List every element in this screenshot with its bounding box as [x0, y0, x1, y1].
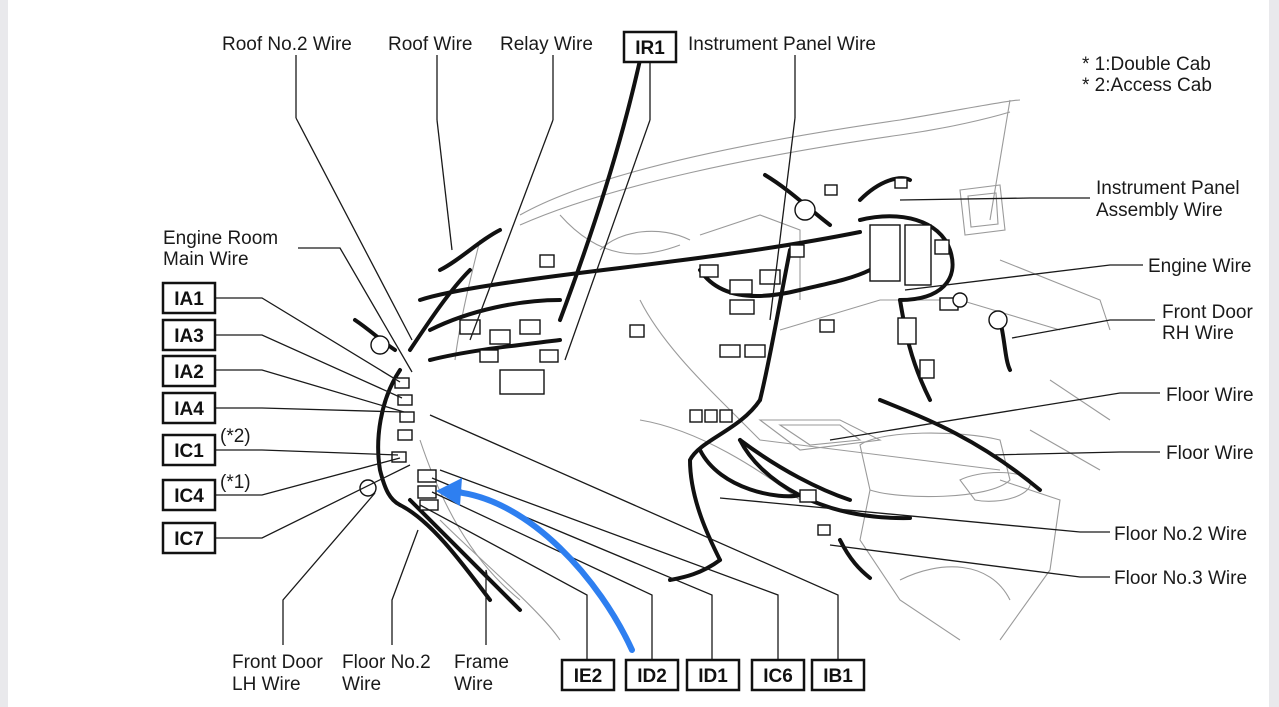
left-leader-lines — [216, 247, 413, 539]
label-engine-room-line2: Main Wire — [163, 249, 249, 270]
label-ia4: IA4 — [174, 399, 204, 420]
label-floor-no2-b-line1: Floor No.2 — [342, 652, 431, 673]
highlight-arrow — [436, 478, 635, 653]
box-id1 — [685, 658, 741, 692]
label-roof-wire: Roof Wire — [388, 34, 472, 55]
label-front-door-rh-line2: RH Wire — [1162, 323, 1234, 344]
label-id1: ID1 — [698, 666, 728, 687]
label-front-door-lh-line2: LH Wire — [232, 674, 301, 695]
label-front-door-lh-line1: Front Door — [232, 652, 323, 673]
label-ia2: IA2 — [174, 362, 204, 383]
label-roof-no2-wire: Roof No.2 Wire — [222, 34, 352, 55]
label-ic7: IC7 — [174, 529, 204, 550]
label-ic4: IC4 — [174, 486, 204, 507]
right-page-edge — [1269, 0, 1279, 707]
label-floor-wire-2: Floor Wire — [1166, 443, 1254, 464]
label-ir1: IR1 — [635, 38, 665, 59]
label-ie2: IE2 — [574, 666, 603, 687]
box-ia2 — [161, 354, 217, 388]
note-access-cab: * 2:Access Cab — [1082, 75, 1212, 96]
wiring-harness — [353, 58, 1042, 612]
label-floor-no2-b-line2: Wire — [342, 674, 381, 695]
box-ic7 — [161, 521, 217, 555]
box-id2 — [624, 658, 680, 692]
box-ic4 — [161, 478, 217, 512]
connectors — [359, 177, 1008, 536]
box-ia3 — [161, 318, 217, 352]
label-ic1: IC1 — [174, 441, 204, 462]
label-frame-line1: Frame — [454, 652, 509, 673]
label-id2: ID2 — [637, 666, 667, 687]
label-ip-assembly-line2: Assembly Wire — [1096, 200, 1223, 221]
box-ia4 — [161, 391, 217, 425]
left-page-edge — [0, 0, 8, 707]
label-floor-wire-1: Floor Wire — [1166, 385, 1254, 406]
box-ia1 — [161, 281, 217, 315]
label-ic6: IC6 — [763, 666, 793, 687]
label-instrument-panel-wire: Instrument Panel Wire — [688, 34, 876, 55]
box-ic1 — [161, 433, 217, 467]
bottom-leader-lines — [282, 414, 839, 660]
label-frame-line2: Wire — [454, 674, 493, 695]
label-ib1: IB1 — [823, 666, 853, 687]
label-relay-wire: Relay Wire — [500, 34, 593, 55]
label-engine-wire: Engine Wire — [1148, 256, 1252, 277]
right-leader-lines — [719, 197, 1160, 578]
note-double-cab: * 1:Double Cab — [1082, 54, 1211, 75]
label-front-door-rh-line1: Front Door — [1162, 302, 1253, 323]
label-floor-no2-wire: Floor No.2 Wire — [1114, 524, 1247, 545]
label-ia3: IA3 — [174, 326, 204, 347]
label-floor-no3-wire: Floor No.3 Wire — [1114, 568, 1247, 589]
box-ir1 — [622, 30, 678, 64]
label-engine-room-line1: Engine Room — [163, 228, 278, 249]
label-ic4-note: (*1) — [220, 472, 251, 493]
top-leader-lines — [295, 55, 796, 361]
box-ic6 — [750, 658, 806, 692]
label-ic1-note: (*2) — [220, 426, 251, 447]
box-ib1 — [810, 658, 866, 692]
box-ie2 — [560, 658, 616, 692]
label-ia1: IA1 — [174, 289, 204, 310]
label-ip-assembly-line1: Instrument Panel — [1096, 178, 1240, 199]
